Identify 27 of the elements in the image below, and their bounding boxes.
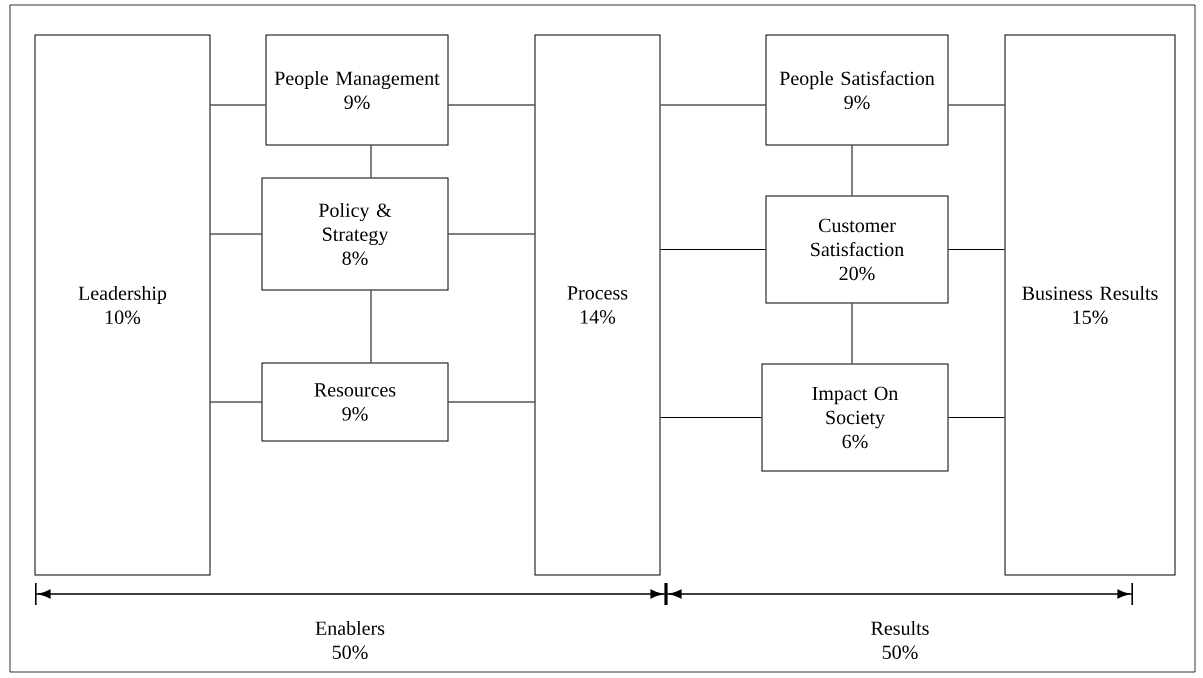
connector-line <box>851 145 853 196</box>
process-box: Customer Satisfaction 20% <box>765 195 949 304</box>
connector-line <box>210 401 262 403</box>
connector-line <box>660 249 766 250</box>
connector-line <box>448 104 535 106</box>
process-box: Impact On Society 6% <box>761 363 949 472</box>
process-box: Leadership 10% <box>34 34 211 576</box>
connector-line <box>210 233 262 235</box>
process-box: Policy & Strategy 8% <box>261 177 449 291</box>
process-box: Process 14% <box>534 34 661 576</box>
connector-line <box>948 417 1005 418</box>
dimension-label: Results 50% <box>871 620 929 660</box>
connector-line <box>660 417 762 418</box>
connector-line <box>948 249 1005 250</box>
connector-line <box>660 104 766 106</box>
process-box: People Satisfaction 9% <box>765 34 949 146</box>
connector-line <box>948 104 1005 106</box>
connector-line <box>851 303 853 364</box>
connector-line <box>448 233 535 235</box>
process-box: Resources 9% <box>261 362 449 442</box>
connector-line <box>210 104 266 106</box>
process-box: People Management 9% <box>265 34 449 146</box>
connector-line <box>370 145 372 178</box>
dimension-label: Enablers 50% <box>315 620 385 660</box>
connector-line <box>370 290 372 363</box>
process-box: Business Results 15% <box>1004 34 1176 576</box>
connector-line <box>448 401 535 403</box>
